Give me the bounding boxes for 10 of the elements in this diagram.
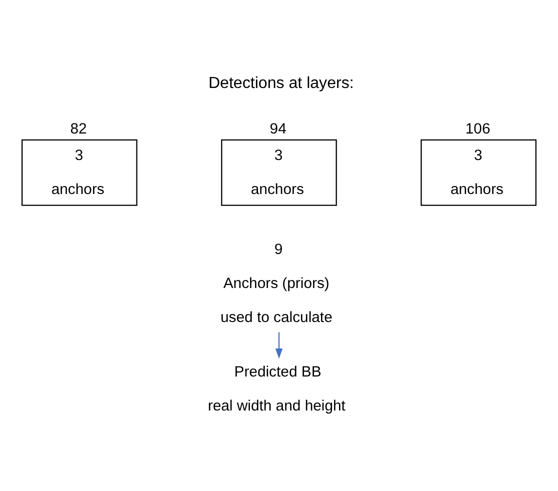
node-label: 106: [465, 122, 490, 138]
arrow: [275, 332, 283, 359]
node-box: 3 anchors: [22, 139, 138, 206]
node-text: 9 Anchors (priors) used to calculate: [220, 242, 332, 326]
node-text: Predicted BB real width and height: [208, 364, 346, 415]
node-label: 82: [70, 122, 87, 138]
diagram-title: Detections at layers:: [208, 74, 354, 92]
node-label: 94: [270, 122, 286, 138]
node-box: 3 anchors: [420, 139, 536, 206]
node-box: 3 anchors: [221, 139, 337, 206]
